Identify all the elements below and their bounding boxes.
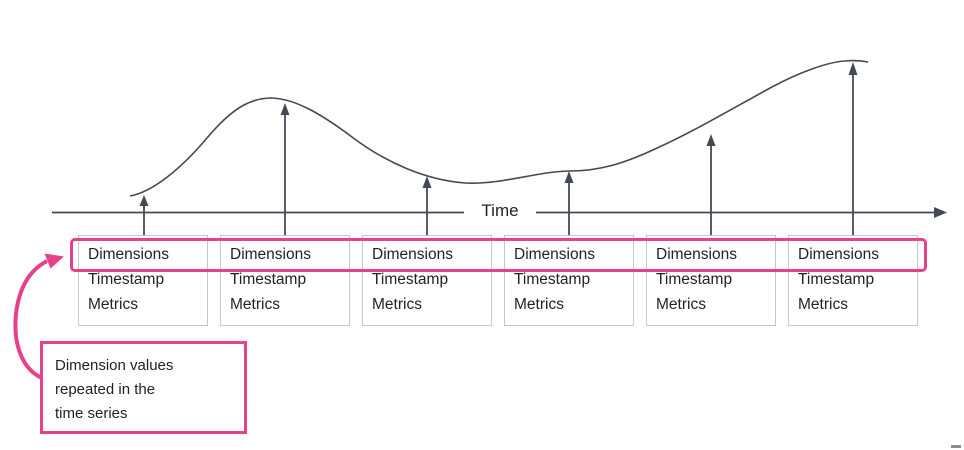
record-field-timestamp: Timestamp — [88, 271, 165, 288]
record-field-metrics: Metrics — [514, 296, 564, 313]
clipped-artifact — [951, 445, 961, 448]
value-arrow-3 — [422, 176, 432, 236]
callout-text-line-2: repeated in the — [55, 381, 156, 398]
record-field-timestamp: Timestamp — [514, 271, 591, 288]
record-field-dimensions: Dimensions — [798, 246, 879, 263]
value-arrow-2 — [280, 103, 290, 236]
value-arrow-4 — [564, 171, 574, 236]
value-arrow-1 — [139, 195, 149, 236]
time-series-curve — [129, 59, 869, 197]
time-axis-label: Time — [464, 200, 536, 222]
value-arrow-2-head — [280, 103, 290, 115]
value-arrow-6-head — [848, 62, 858, 75]
value-arrow-5 — [706, 134, 716, 236]
value-arrow-1-head — [139, 195, 149, 206]
record-field-metrics: Metrics — [656, 296, 706, 313]
callout-text-line-1: Dimension values — [55, 357, 174, 374]
dimensions-row-highlight — [70, 238, 927, 272]
value-arrow-3-head — [422, 176, 432, 188]
callout-arrow-curve — [13, 259, 48, 380]
callout-box: Dimension values repeated in the time se… — [40, 341, 247, 434]
record-field-metrics: Metrics — [88, 296, 138, 313]
record-box-3: Dimensions Timestamp Metrics — [362, 235, 492, 326]
callout-arrow — [13, 253, 64, 380]
record-field-dimensions: Dimensions — [656, 246, 737, 263]
callout-arrow-head — [44, 253, 64, 269]
record-box-5: Dimensions Timestamp Metrics — [646, 235, 776, 326]
record-field-timestamp: Timestamp — [798, 271, 875, 288]
record-box-4: Dimensions Timestamp Metrics — [504, 235, 634, 326]
record-box-1: Dimensions Timestamp Metrics — [78, 235, 208, 326]
record-field-metrics: Metrics — [230, 296, 280, 313]
record-box-6: Dimensions Timestamp Metrics — [788, 235, 918, 326]
record-box-2: Dimensions Timestamp Metrics — [220, 235, 350, 326]
record-field-timestamp: Timestamp — [372, 271, 449, 288]
time-axis-arrowhead — [934, 207, 947, 218]
value-arrow-6 — [848, 62, 858, 236]
record-field-timestamp: Timestamp — [656, 271, 733, 288]
record-field-metrics: Metrics — [798, 296, 848, 313]
record-field-timestamp: Timestamp — [230, 271, 307, 288]
value-arrow-4-head — [564, 171, 574, 183]
record-field-dimensions: Dimensions — [372, 246, 453, 263]
record-field-dimensions: Dimensions — [514, 246, 595, 263]
record-field-metrics: Metrics — [372, 296, 422, 313]
record-field-dimensions: Dimensions — [230, 246, 311, 263]
value-arrow-5-head — [706, 134, 716, 146]
record-field-dimensions: Dimensions — [88, 246, 169, 263]
callout-text-line-3: time series — [55, 405, 128, 422]
